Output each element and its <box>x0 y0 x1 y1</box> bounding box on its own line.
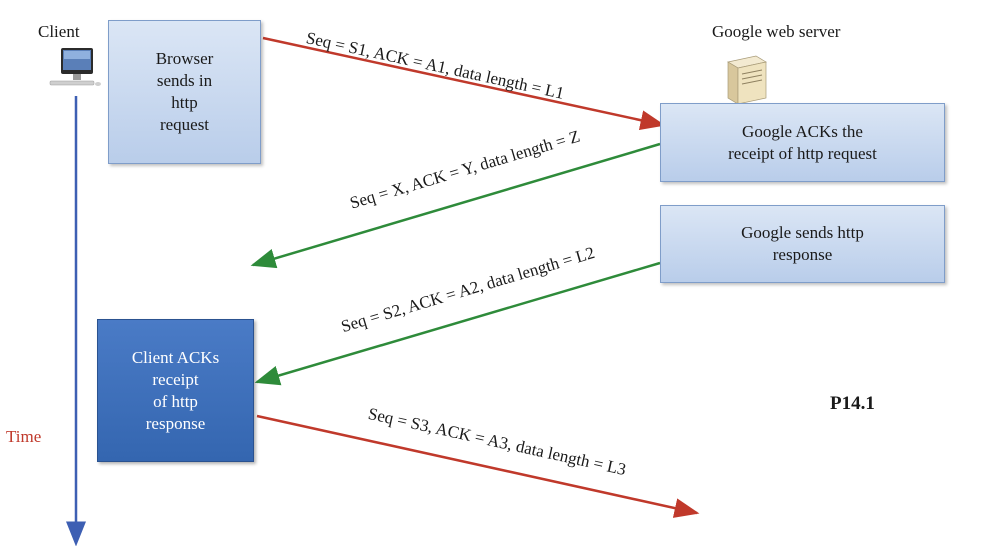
arrow-google-response <box>254 261 661 386</box>
arrow-google-ack <box>250 142 661 269</box>
time-label: Time <box>6 427 42 446</box>
server-icon <box>727 55 767 105</box>
figure-id: P14.1 <box>830 393 875 414</box>
client-ack-box: Client ACKs receipt of http response <box>97 319 254 462</box>
arrow-request <box>262 36 666 130</box>
google-ack-box: Google ACKs the receipt of http request <box>660 103 945 182</box>
server-label: Google web server <box>712 22 841 41</box>
client-computer-icon <box>49 48 101 86</box>
arrow-client-ack <box>256 414 700 518</box>
google-response-box: Google sends http response <box>660 205 945 283</box>
browser-request-box: Browser sends in http request <box>108 20 261 164</box>
client-label: Client <box>38 22 80 41</box>
